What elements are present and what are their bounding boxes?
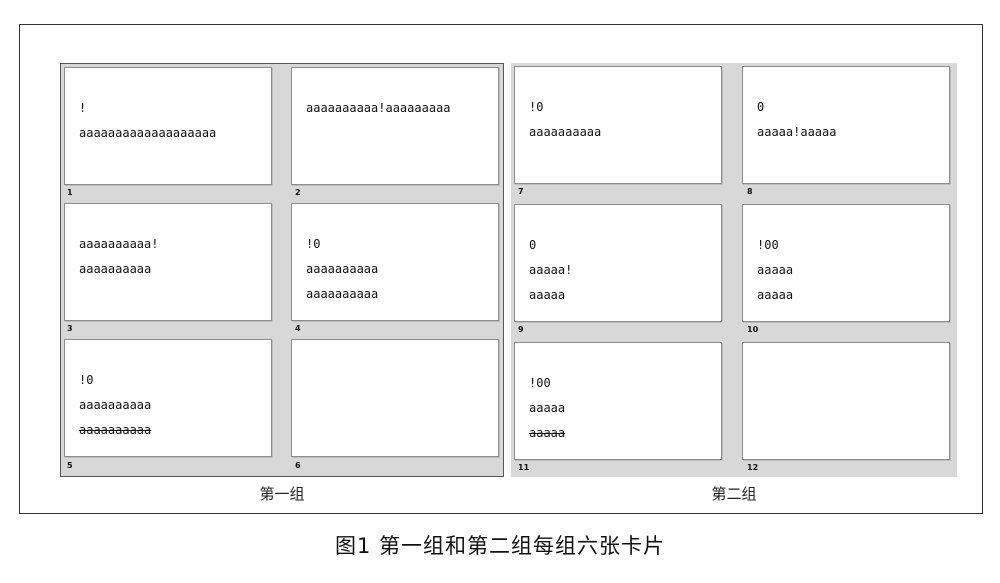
card-text-line: ! bbox=[79, 101, 87, 115]
group-2-label: 第二组 bbox=[711, 485, 757, 503]
card-6 bbox=[291, 339, 499, 457]
card-2-number: 2 bbox=[295, 188, 301, 197]
card-10-number: 10 bbox=[747, 325, 759, 334]
card-text-line: aaaaa! bbox=[529, 263, 573, 277]
card-10-lines: !00 aaaaa aaaaa bbox=[757, 233, 793, 308]
card-1-lines: ! aaaaaaaaaaaaaaaaaaa bbox=[79, 96, 216, 146]
card-text-line: aaaaaaaaaa bbox=[306, 262, 379, 276]
card-3-lines: aaaaaaaaaa! aaaaaaaaaa bbox=[79, 232, 158, 282]
card-text-line: aaaaaaaaaa bbox=[79, 423, 152, 437]
card-7-lines: !0 aaaaaaaaaa bbox=[529, 95, 601, 145]
group-1-panel: !aaaaaaaaaaaaaaaaaaa 1 aaaaaaaaaa!aaaaaa… bbox=[60, 63, 504, 477]
card-text-line: !00 bbox=[757, 238, 779, 252]
card-7-number: 7 bbox=[518, 187, 524, 196]
card-text-line: aaaaa!aaaaa bbox=[757, 125, 837, 139]
card-text-line: aaaaa bbox=[757, 263, 794, 277]
card-text-line: aaaaa bbox=[757, 288, 794, 302]
card-text-line: aaaaaaaaaa bbox=[79, 262, 152, 276]
card-text-line: !0 bbox=[529, 100, 544, 114]
card-4-lines: !0 aaaaaaaaaa aaaaaaaaaa bbox=[306, 232, 378, 307]
card-10: !00 aaaaa aaaaa bbox=[742, 204, 950, 322]
card-3: aaaaaaaaaa! aaaaaaaaaa bbox=[64, 203, 272, 321]
figure-caption: 图1 第一组和第二组每组六张卡片 bbox=[334, 534, 666, 558]
card-text-line: aaaaa bbox=[529, 426, 566, 440]
card-5-number: 5 bbox=[67, 461, 73, 470]
figure-frame: !aaaaaaaaaaaaaaaaaaa 1 aaaaaaaaaa!aaaaaa… bbox=[19, 24, 983, 514]
card-12-number: 12 bbox=[747, 463, 759, 472]
card-text-line: 0 bbox=[757, 100, 765, 114]
card-8-number: 8 bbox=[747, 187, 753, 196]
card-6-number: 6 bbox=[295, 461, 301, 470]
card-9-lines: 0 aaaaa! aaaaa bbox=[529, 233, 572, 308]
card-text-line: !0 bbox=[306, 237, 321, 251]
card-1: ! aaaaaaaaaaaaaaaaaaa bbox=[64, 67, 272, 185]
card-text-line: !00 bbox=[529, 376, 551, 390]
card-8: 0 aaaaa!aaaaa bbox=[742, 66, 950, 184]
card-8-lines: 0 aaaaa!aaaaa bbox=[757, 95, 836, 145]
card-text-line: aaaaa bbox=[529, 401, 566, 415]
card-text-line: aaaaa bbox=[529, 288, 566, 302]
card-5: !0 aaaaaaaaaa aaaaaaaaaa bbox=[64, 339, 272, 457]
card-text-line: 0 bbox=[529, 238, 537, 252]
card-text-line: aaaaaaaaaa bbox=[79, 398, 152, 412]
card-11-number: 11 bbox=[518, 463, 530, 472]
card-1-number: 1 bbox=[67, 188, 73, 197]
card-11-lines: !00 aaaaa aaaaa bbox=[529, 371, 565, 446]
card-3-number: 3 bbox=[67, 324, 73, 333]
card-11: !00 aaaaa aaaaa bbox=[514, 342, 722, 460]
card-7: !0 aaaaaaaaaa bbox=[514, 66, 722, 184]
card-text-line: !0 bbox=[79, 373, 94, 387]
card-text-line: aaaaaaaaaaaaaaaaaaa bbox=[79, 126, 217, 140]
group-1-label: 第一组 bbox=[259, 485, 305, 503]
card-9: 0 aaaaa! aaaaa bbox=[514, 204, 722, 322]
card-2-lines: aaaaaaaaaa!aaaaaaaaa bbox=[306, 96, 451, 121]
card-4-number: 4 bbox=[295, 324, 301, 333]
card-9-number: 9 bbox=[518, 325, 524, 334]
card-text-line: aaaaaaaaaa!aaaaaaaaa bbox=[306, 101, 451, 115]
card-5-lines: !0 aaaaaaaaaa aaaaaaaaaa bbox=[79, 368, 151, 443]
card-text-line: aaaaaaaaaa! bbox=[79, 237, 159, 251]
card-4: !0 aaaaaaaaaa aaaaaaaaaa bbox=[291, 203, 499, 321]
card-12 bbox=[742, 342, 950, 460]
card-2: aaaaaaaaaa!aaaaaaaaa bbox=[291, 67, 499, 185]
card-text-line: aaaaaaaaaa bbox=[529, 125, 602, 139]
card-text-line: aaaaaaaaaa bbox=[306, 287, 379, 301]
